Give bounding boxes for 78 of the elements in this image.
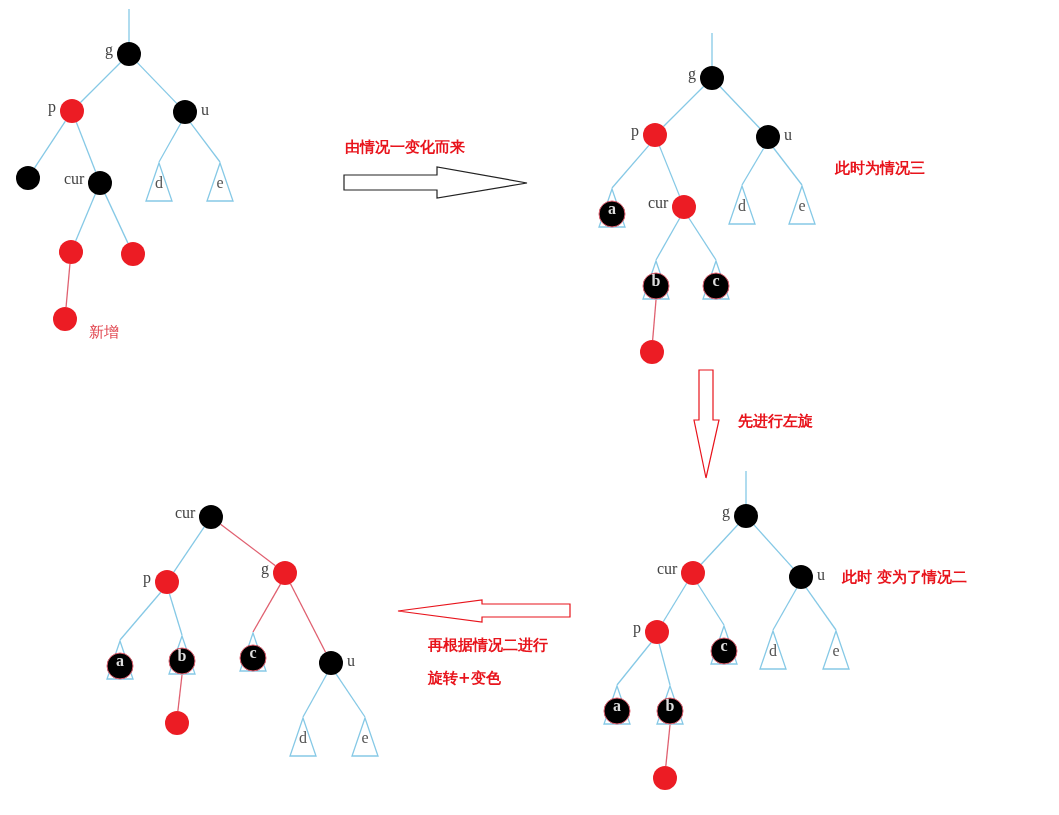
node-label: cur (175, 505, 196, 521)
note-text: 由情况一变化而来 (345, 137, 465, 158)
node-label: g (722, 504, 730, 520)
subtree-node: a (603, 685, 631, 725)
tree-edge (104, 193, 129, 244)
subtree-node: a (598, 188, 626, 228)
tree-edge (611, 144, 650, 189)
tree-edge (719, 86, 761, 129)
node-label: cur (64, 171, 85, 187)
tree-edge (662, 582, 688, 623)
subtree-triangle: d (728, 185, 756, 225)
tree-edge (616, 641, 652, 686)
subtree-node: a (106, 640, 134, 680)
tree-edge (173, 526, 205, 573)
tree-edge (65, 263, 71, 308)
node-label: cur (648, 195, 669, 211)
tree-edge (655, 217, 681, 261)
tree-edge (753, 524, 794, 569)
tree-edge (177, 674, 183, 712)
node-label: g (261, 561, 269, 577)
tree-edge (75, 193, 96, 242)
tree-edge (772, 587, 798, 631)
node-label: g (105, 42, 113, 58)
tree-edge (662, 85, 705, 128)
subtree-triangle: d (145, 162, 173, 202)
tree-edge (697, 583, 725, 626)
node-label: 新增 (89, 324, 119, 340)
tree-edge (700, 524, 739, 565)
subtree-triangle: e (788, 185, 816, 225)
tree-edge (119, 591, 162, 641)
tree-edge (652, 299, 657, 341)
subtree-triangle: e (206, 162, 234, 202)
tree-edge (75, 121, 97, 173)
tree-edge (33, 120, 67, 169)
node-label: cur (657, 561, 678, 577)
tree-edge (711, 32, 713, 67)
tree-edge (128, 8, 130, 43)
tree-edge (302, 673, 328, 718)
node-label: p (633, 620, 641, 636)
tree-edge (665, 724, 671, 767)
node-label: u (347, 653, 355, 669)
subtree-node: b (642, 260, 670, 300)
tree-edge (136, 62, 178, 105)
note-text: 先进行左旋 (738, 411, 813, 432)
note-text: 再根据情况二进行旋转+变色 (428, 635, 549, 689)
subtree-triangle: d (759, 630, 787, 670)
subtree-node: c (239, 632, 267, 672)
tree-edge (289, 583, 327, 653)
subtree-node: b (656, 685, 684, 725)
subtree-triangle: d (289, 717, 317, 757)
note-text: 此时为情况三 (835, 158, 925, 179)
tree-edge (688, 217, 717, 261)
tree-edge (189, 122, 221, 163)
tree-edge (158, 122, 182, 163)
subtree-triangle: e (351, 717, 379, 757)
subtree-triangle: e (822, 630, 850, 670)
subtree-node: c (710, 625, 738, 665)
tree-edge (658, 145, 681, 197)
subtree-node: b (168, 635, 196, 675)
tree-edge (805, 587, 837, 631)
note-text: 此时 变为了情况二 (842, 567, 968, 588)
node-label: u (817, 567, 825, 583)
tree-edge (335, 673, 366, 718)
tree-edge (658, 643, 671, 686)
tree-edge (219, 523, 277, 567)
tree-edge (79, 61, 122, 104)
subtree-node: c (702, 260, 730, 300)
tree-edge (252, 583, 282, 633)
tree-edge (168, 593, 183, 636)
tree-edge (741, 147, 765, 186)
node-label: g (688, 66, 696, 82)
node-label: u (784, 127, 792, 143)
node-label: p (48, 99, 56, 115)
node-label: u (201, 102, 209, 118)
tree-edge (772, 147, 803, 186)
node-label: p (631, 123, 639, 139)
node-label: p (143, 570, 151, 586)
tree-edge (745, 470, 747, 505)
